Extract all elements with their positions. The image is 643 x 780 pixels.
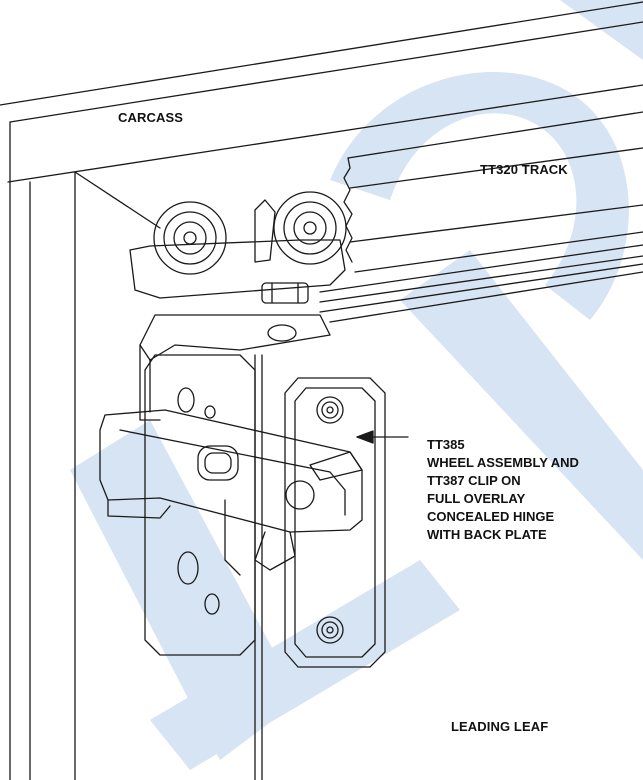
track-outline xyxy=(319,111,643,323)
wheel-assembly xyxy=(129,191,347,304)
watermark xyxy=(70,0,643,770)
track-label: TT320 TRACK xyxy=(480,162,568,177)
callout-line: WHEEL ASSEMBLY AND xyxy=(427,455,579,470)
carcass-label: CARCASS xyxy=(118,110,183,125)
callout-line: WITH BACK PLATE xyxy=(427,527,547,542)
leading-leaf-label: LEADING LEAF xyxy=(451,719,549,734)
callout-line: TT385 xyxy=(427,437,465,452)
hinge-back-plate xyxy=(144,354,263,780)
hinge-arm xyxy=(99,409,363,576)
callout-line: CONCEALED HINGE xyxy=(427,509,555,524)
mounting-bracket xyxy=(139,314,331,421)
callout-arrow xyxy=(356,430,409,444)
wheel-assembly-callout: TT385 WHEEL ASSEMBLY AND TT387 CLIP ON F… xyxy=(427,436,579,544)
callout-line: FULL OVERLAY xyxy=(427,491,526,506)
callout-line: TT387 CLIP ON xyxy=(427,473,521,488)
